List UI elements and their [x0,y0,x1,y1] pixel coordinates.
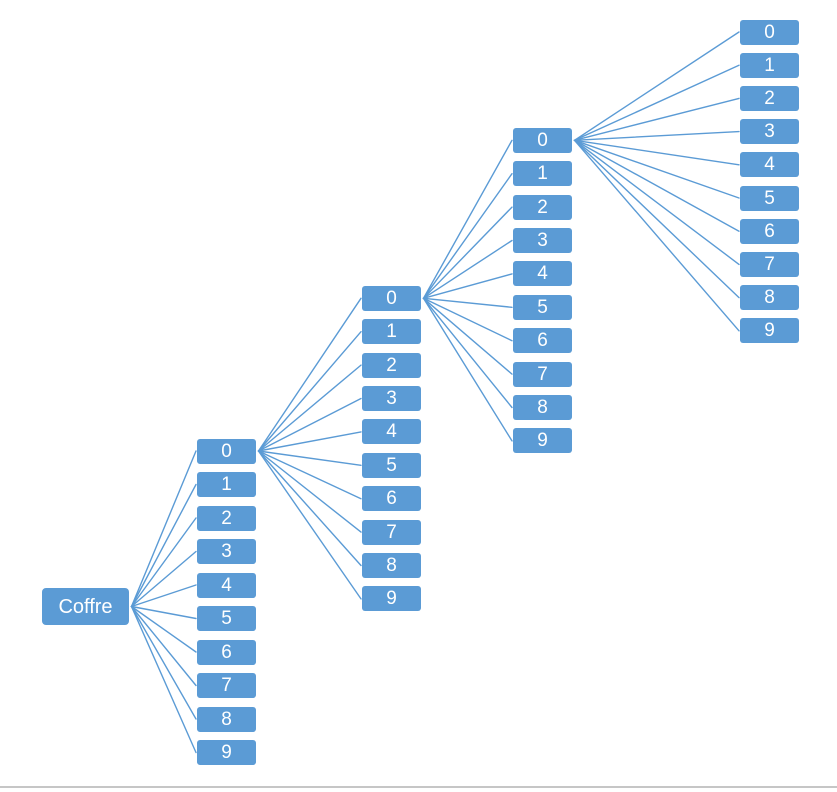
level-4-digit-3-node: 3 [740,119,799,145]
connector-line [257,450,362,533]
connector-line [257,450,362,466]
level-2-digit-3-node: 3 [362,386,421,411]
level-2-digit-1-node: 1 [362,319,421,345]
level-1-digit-8-node: 8 [197,706,256,732]
connector-line [130,517,197,608]
level-4-digit-8-node: 8 [740,285,799,311]
connector-line [422,172,513,299]
level-2-digit-5-node: 5 [362,452,421,478]
level-2-digit-8-node: 8 [362,553,421,578]
connector-line [422,297,513,442]
connector-line [130,605,197,720]
level-1-digit-1-node: 1 [197,472,256,497]
connector-line [130,605,197,754]
connector-line [573,139,740,232]
connector-line [422,297,513,375]
level-3-digit-8-node: 8 [513,395,572,420]
level-2-digit-9-node: 9 [362,586,421,612]
bottom-divider [0,786,837,788]
connector-line [257,397,362,452]
level-1-digit-7-node: 7 [197,673,256,698]
connector-line [573,97,740,142]
connector-line [422,273,513,299]
level-3-digit-6-node: 6 [513,328,572,354]
level-4-digit-4-node: 4 [740,152,799,178]
coffre-root-node: Coffre [42,588,129,625]
level-4-digit-7-node: 7 [740,251,799,277]
level-1-digit-3-node: 3 [197,539,256,564]
connector-line [573,139,740,266]
level-3-digit-2-node: 2 [513,194,572,220]
level-2-digit-4-node: 4 [362,419,421,445]
connector-line [257,450,362,600]
level-1-digit-2-node: 2 [197,505,256,531]
connector-line [573,130,740,142]
connector-line [573,31,740,142]
connector-line [422,297,513,409]
level-3-digit-3-node: 3 [513,228,572,253]
level-4-digit-9-node: 9 [740,318,799,344]
level-3-digit-7-node: 7 [513,361,572,387]
connector-line [573,139,740,332]
connector-line [257,364,362,452]
connector-line [422,297,513,308]
level-2-digit-7-node: 7 [362,519,421,545]
level-2-digit-6-node: 6 [362,486,421,512]
connector-line [573,139,740,299]
connector-line [422,139,513,299]
connector-line [257,450,362,567]
level-2-digit-0-node: 0 [362,285,421,311]
connector-line [422,206,513,299]
connector-line [422,297,513,342]
level-2-digit-2-node: 2 [362,352,421,378]
level-1-digit-5-node: 5 [197,606,256,631]
level-4-digit-2-node: 2 [740,85,799,111]
connector-line [422,239,513,299]
level-3-digit-0-node: 0 [513,127,572,153]
connector-line [130,483,197,608]
connector-line [130,450,197,608]
level-1-digit-9-node: 9 [197,740,256,765]
level-4-digit-6-node: 6 [740,218,799,244]
connector-line [573,64,740,142]
connector-line [130,605,197,653]
level-1-digit-4-node: 4 [197,572,256,598]
connector-line [257,331,362,452]
level-3-digit-1-node: 1 [513,161,572,187]
connector-line [257,450,362,500]
level-4-digit-1-node: 1 [740,52,799,78]
level-3-digit-9-node: 9 [513,428,572,454]
connector-line [130,605,197,687]
connector-line [130,550,197,608]
level-1-digit-6-node: 6 [197,639,256,665]
level-4-digit-0-node: 0 [740,19,799,45]
connector-line [257,431,362,452]
level-1-digit-0-node: 0 [197,438,256,464]
level-4-digit-5-node: 5 [740,185,799,211]
connector-line [130,605,197,620]
connector-line [257,297,362,452]
level-3-digit-5-node: 5 [513,294,572,320]
connector-line [130,584,197,608]
level-3-digit-4-node: 4 [513,261,572,287]
connector-line [573,139,740,166]
connector-line [573,139,740,199]
